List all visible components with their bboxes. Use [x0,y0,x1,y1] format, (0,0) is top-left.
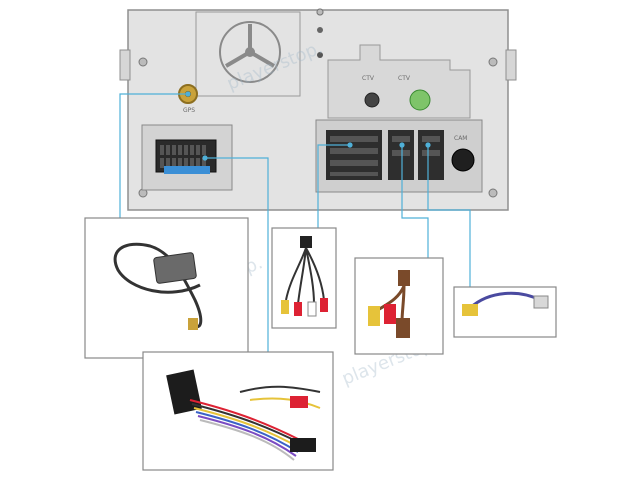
leader-lines [119,91,471,355]
av-connector-block [315,119,483,193]
cooling-fan-icon [195,11,301,97]
rca-video-adapter-panel [354,257,444,355]
mount-hole-icon [317,52,323,58]
camera-rca-cable-panel [453,286,557,338]
screw-icon [317,27,323,33]
gps-antenna-panel [84,217,249,359]
ctv-port: CTV [362,75,380,108]
rca-av-cable-panel [271,227,337,329]
rca-cable-icon [368,270,410,338]
wire-harness-icon [166,369,321,461]
ctv-label-2: CTV [398,75,411,82]
ctv-label-1: CTV [362,75,375,82]
gps-antenna-icon [113,242,203,330]
screw-icon [488,57,498,67]
ctv-port-2: CTV [398,75,431,111]
rca-cable-icon [462,291,549,316]
cam-label: CAM [454,135,467,142]
screw-icon [316,8,324,16]
rca-cable-icon [281,236,328,317]
antenna-port-icon [451,148,475,172]
main-harness-panel [142,351,334,471]
screw-icon [488,188,498,198]
screw-icon [138,57,148,67]
gps-port-label: GPS [183,107,195,114]
